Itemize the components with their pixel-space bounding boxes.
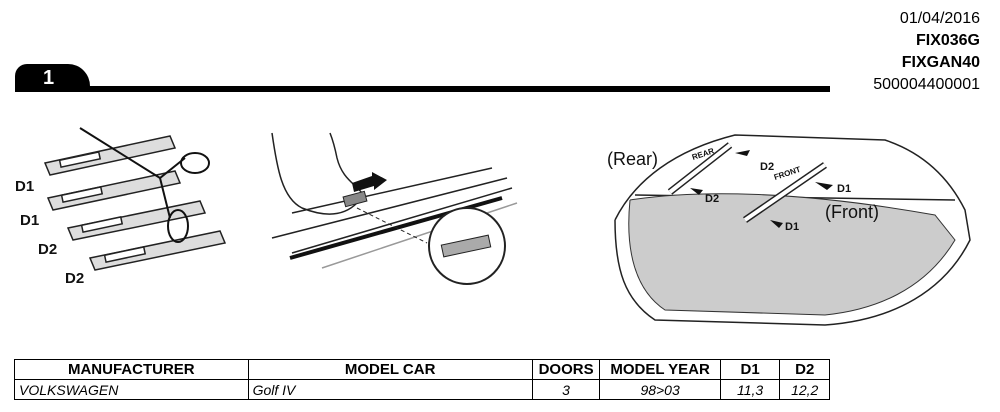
table-row: VOLKSWAGEN Golf IV 3 98>03 11,3 12,2 (14, 379, 830, 400)
document-header: 01/04/2016 FIX036G FIXGAN40 500004400001 (873, 8, 980, 96)
label-d2-front-pad: D2 (705, 193, 719, 205)
figure-roof-bars: (Rear) (Front) REAR FRONT D1 D1 D2 D2 (607, 134, 971, 326)
step-divider (15, 86, 830, 92)
cell-d1: 11,3 (719, 379, 781, 400)
pad-strip (46, 170, 182, 211)
reference-fix036g: FIX036G (915, 32, 980, 49)
col-d2: D2 (779, 359, 830, 380)
pad-label-d2-top: D2 (38, 241, 57, 258)
rear-label: (Rear) (607, 149, 658, 169)
roof-bar-front (743, 162, 827, 223)
cell-doors: 3 (531, 379, 601, 400)
table-header-row: MANUFACTURER MODEL CAR DOORS MODEL YEAR … (14, 359, 830, 380)
vehicle-fitment-table: MANUFACTURER MODEL CAR DOORS MODEL YEAR … (14, 359, 830, 400)
front-sign-label: FRONT (773, 165, 802, 182)
figure-apply-pad (271, 132, 518, 285)
figure-cut-pads: D1 D1 D2 D2 (15, 127, 227, 287)
cell-d2: 12,2 (779, 379, 830, 400)
scissors-icon (79, 127, 210, 243)
pad-label-d1-bottom: D1 (20, 212, 39, 229)
pad-strip (66, 200, 207, 241)
pad-label-d2-bottom: D2 (65, 270, 84, 287)
pointer-arrows (690, 150, 833, 228)
pad-strip (43, 135, 177, 176)
document-date: 01/04/2016 (899, 10, 980, 27)
front-label: (Front) (825, 202, 879, 222)
reference-fixgan40: FIXGAN40 (901, 54, 980, 71)
push-arrow-icon (352, 172, 387, 192)
pad-strip (88, 230, 227, 271)
roof-bar-rear (667, 142, 733, 195)
col-doors: DOORS (531, 359, 601, 380)
col-d1: D1 (719, 359, 781, 380)
col-model-car: MODEL CAR (247, 359, 533, 380)
label-d1-front-pad: D1 (785, 221, 799, 233)
pad-label-d1-top: D1 (15, 178, 34, 195)
car-body-outline (614, 134, 971, 326)
cell-model-year: 98>03 (599, 379, 721, 400)
col-manufacturer: MANUFACTURER (14, 359, 249, 380)
label-d1-rear-pad: D1 (837, 183, 851, 195)
cell-manufacturer: VOLKSWAGEN (14, 379, 249, 400)
label-d2-rear-pad: D2 (760, 161, 774, 173)
step-number: 1 (43, 66, 55, 89)
cell-model-car: Golf IV (247, 379, 533, 400)
product-code: 500004400001 (873, 76, 980, 93)
col-model-year: MODEL YEAR (599, 359, 721, 380)
